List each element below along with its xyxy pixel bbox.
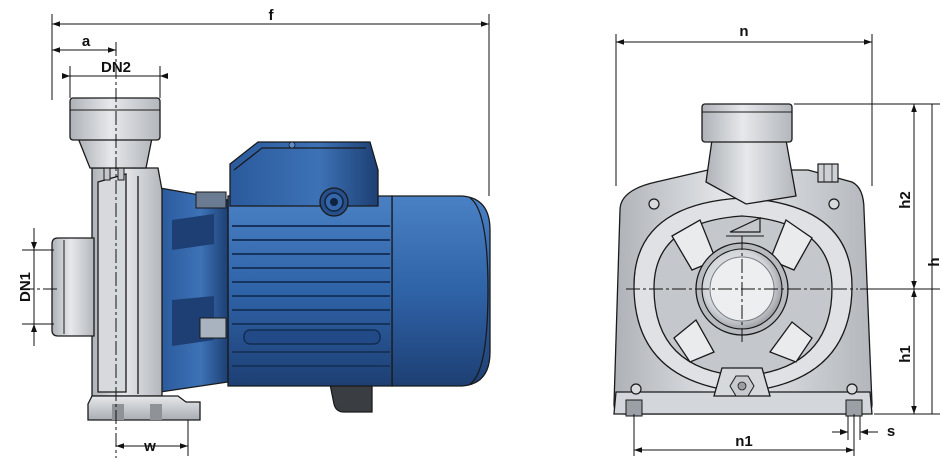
- side-view: [20, 42, 491, 458]
- fan-cover: [391, 195, 491, 387]
- dim-label-h2: h2: [897, 191, 914, 209]
- discharge-neck: [77, 137, 153, 169]
- dim-label-dn2: DN2: [101, 59, 131, 76]
- dim-label-a: a: [82, 33, 91, 50]
- dim-label-n: n: [739, 23, 748, 40]
- pump-foot: [87, 395, 201, 421]
- dim-label-f: f: [269, 7, 275, 24]
- front-discharge-port: [701, 103, 793, 143]
- motor-slot: [243, 329, 381, 345]
- dim-label-h: h: [926, 257, 943, 266]
- motor-cooling-fins: [232, 225, 390, 367]
- front-view: [613, 103, 873, 417]
- dim-label-n1: n1: [735, 433, 753, 450]
- discharge-port: [69, 97, 161, 141]
- front-view-dimensions: n n1 s h2 h1 h: [615, 23, 943, 456]
- terminal-box: [229, 141, 379, 207]
- side-view-dimensions: f a DN2 DN1 w: [17, 7, 490, 456]
- dim-label-s: s: [887, 423, 895, 440]
- suction-port: [51, 237, 95, 337]
- dim-label-w: w: [143, 438, 156, 455]
- dim-label-h1: h1: [897, 345, 914, 363]
- motor-foot: [329, 383, 373, 413]
- motor-body: [227, 195, 393, 387]
- dim-label-dn1: DN1: [17, 272, 34, 302]
